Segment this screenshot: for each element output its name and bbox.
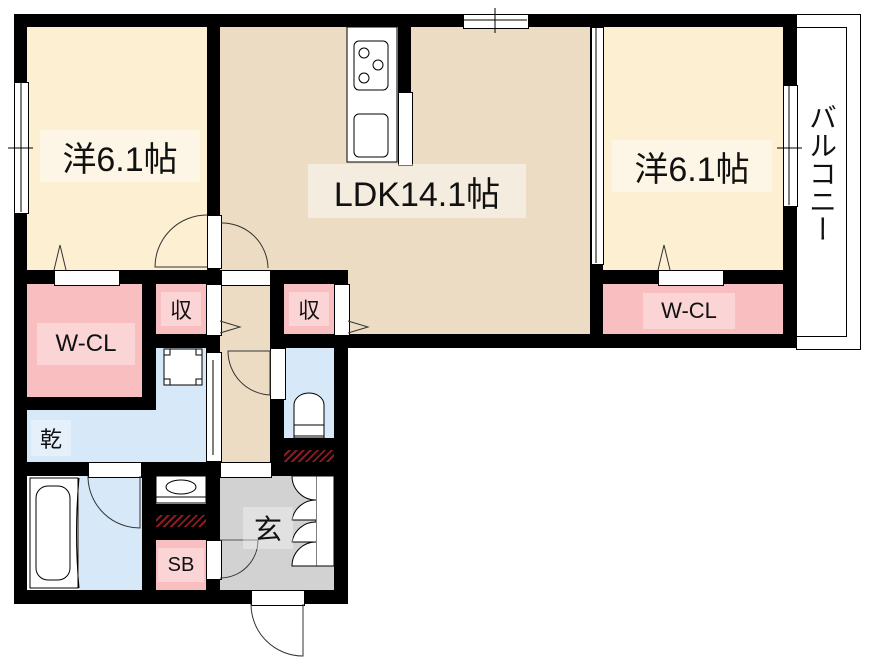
room-label-storage-b: 収 xyxy=(289,292,329,326)
toilet-icon xyxy=(293,392,325,439)
storage-b-door xyxy=(334,284,350,336)
room-label-wcl-right: W-CL xyxy=(643,293,735,329)
room-label-balcony: バルコニー xyxy=(806,103,837,243)
room-label-entrance: 玄 xyxy=(243,507,293,549)
kitchen-wall-end xyxy=(398,92,413,166)
walk-in-closet-left xyxy=(27,284,142,397)
window-top-ldk xyxy=(463,14,529,29)
balcony-area xyxy=(796,14,861,350)
room-label-ldk: LDK14.1帖 xyxy=(308,164,526,218)
kitchen-counter-icon xyxy=(346,26,398,163)
entrance-step xyxy=(220,462,272,478)
shoe-cabinet-icon xyxy=(291,475,335,567)
pipe-space-vanity xyxy=(156,515,206,527)
room-label-western-left: 洋6.1帖 xyxy=(40,130,200,182)
western-room-left xyxy=(27,27,207,270)
shoebox xyxy=(156,540,206,590)
bathtub-icon xyxy=(29,477,80,589)
storage-a-door xyxy=(206,284,222,336)
balcony-inner xyxy=(796,27,847,337)
window-balcony-right xyxy=(783,85,798,207)
wall-wcl-bottom xyxy=(14,397,156,410)
sliding-door-ldk-right xyxy=(591,27,604,265)
wall-west-ldk xyxy=(207,14,220,270)
bath-door xyxy=(88,462,142,478)
room-label-wcl-left: W-CL xyxy=(37,323,135,365)
washing-machine-pan-icon xyxy=(163,348,203,386)
room-label-western-right: 洋6.1帖 xyxy=(612,140,772,192)
room-label-washroom: 乾 xyxy=(31,420,71,456)
vanity-sink-icon xyxy=(155,475,207,504)
wall-ldk-bottom xyxy=(334,334,796,348)
storage-a xyxy=(156,284,206,334)
wall-storage-b-bottom xyxy=(270,334,348,348)
closet-door-left xyxy=(54,270,120,286)
western-room-right xyxy=(603,27,783,270)
wall-storage-a-bottom xyxy=(142,334,220,348)
closet-door-right xyxy=(658,270,724,286)
door-opening-west-left xyxy=(207,215,222,269)
kitchen-partition xyxy=(398,27,411,92)
storage-b xyxy=(284,284,334,334)
front-door-opening xyxy=(251,590,305,606)
hall-door-top xyxy=(221,270,271,286)
washroom-lower xyxy=(27,410,206,462)
walk-in-closet-right xyxy=(603,284,783,334)
hallway xyxy=(220,284,270,462)
washroom-sliding-door xyxy=(206,352,222,462)
shoebox-door xyxy=(206,540,222,580)
room-label-shoebox: SB xyxy=(158,548,204,582)
room-label-storage-a: 収 xyxy=(161,292,201,326)
pipe-space-toilet xyxy=(284,450,334,462)
